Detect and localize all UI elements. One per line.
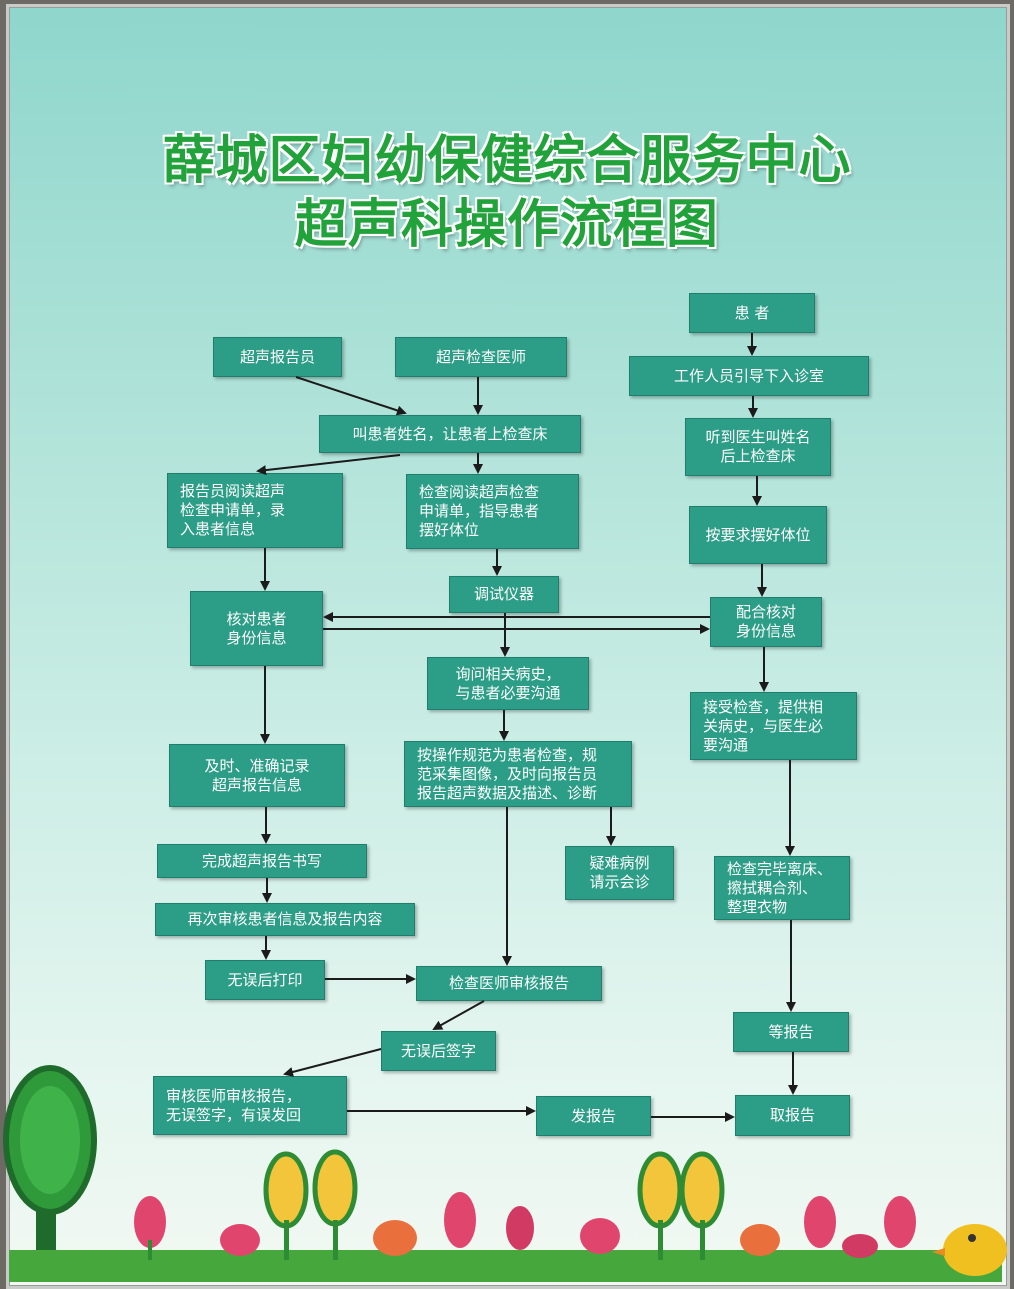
box-issue: 发报告 xyxy=(536,1096,651,1136)
box-cooperate: 配合核对 身份信息 xyxy=(710,597,822,647)
box-leave: 检查完毕离床、 擦拭耦合剂、 整理衣物 xyxy=(714,856,850,920)
arrow-reporter-call xyxy=(295,376,407,416)
title-line-2: 超声科操作流程图 xyxy=(294,195,719,255)
box-sign: 无误后签字 xyxy=(381,1031,496,1071)
box-adjust: 调试仪器 xyxy=(449,576,559,613)
bird-icon xyxy=(932,1224,1007,1276)
box-wait: 等报告 xyxy=(733,1012,849,1052)
box-patient: 患 者 xyxy=(689,293,815,333)
box-position: 按要求摆好体位 xyxy=(689,506,827,564)
tree-icon xyxy=(3,1065,97,1250)
box-collect: 取报告 xyxy=(735,1095,850,1136)
flower-icons xyxy=(134,1149,916,1260)
box-hear-name: 听到医生叫姓名 后上检查床 xyxy=(685,418,831,476)
box-doctor-review: 检查医师审核报告 xyxy=(416,966,602,1001)
title-line-1: 薛城区妇幼保健综合服务中心 xyxy=(162,131,852,191)
arrow-review-sign xyxy=(432,1000,485,1030)
box-recheck: 再次审核患者信息及报告内容 xyxy=(155,903,415,936)
box-read-request: 报告员阅读超声 检查申请单，录 入患者信息 xyxy=(167,473,343,548)
box-accept: 接受检查，提供相 关病史，与医生必 要沟通 xyxy=(690,692,857,760)
box-finish-write: 完成超声报告书写 xyxy=(157,844,367,878)
box-call-name: 叫患者姓名，让患者上检查床 xyxy=(319,415,581,453)
poster-board xyxy=(6,4,1010,1289)
box-reporter: 超声报告员 xyxy=(213,337,342,377)
box-print: 无误后打印 xyxy=(205,960,325,1000)
box-doctor-read: 检查阅读超声检查 申请单，指导患者 摆好体位 xyxy=(406,474,579,549)
arrow-sign-senior xyxy=(283,1048,382,1077)
box-verify: 核对患者 身份信息 xyxy=(190,591,323,666)
box-guide: 工作人员引导下入诊室 xyxy=(629,356,869,396)
box-senior-review: 审核医师审核报告， 无误签字，有误发回 xyxy=(153,1076,347,1135)
arrow-call-read xyxy=(256,454,401,476)
box-doctor: 超声检查医师 xyxy=(395,337,567,377)
box-record: 及时、准确记录 超声报告信息 xyxy=(169,744,345,807)
box-difficult: 疑难病例 请示会诊 xyxy=(565,846,674,900)
box-ask-history: 询问相关病史， 与患者必要沟通 xyxy=(427,657,589,710)
box-perform: 按操作规范为患者检查，规 范采集图像，及时向报告员 报告超声数据及描述、诊断 xyxy=(404,741,632,807)
